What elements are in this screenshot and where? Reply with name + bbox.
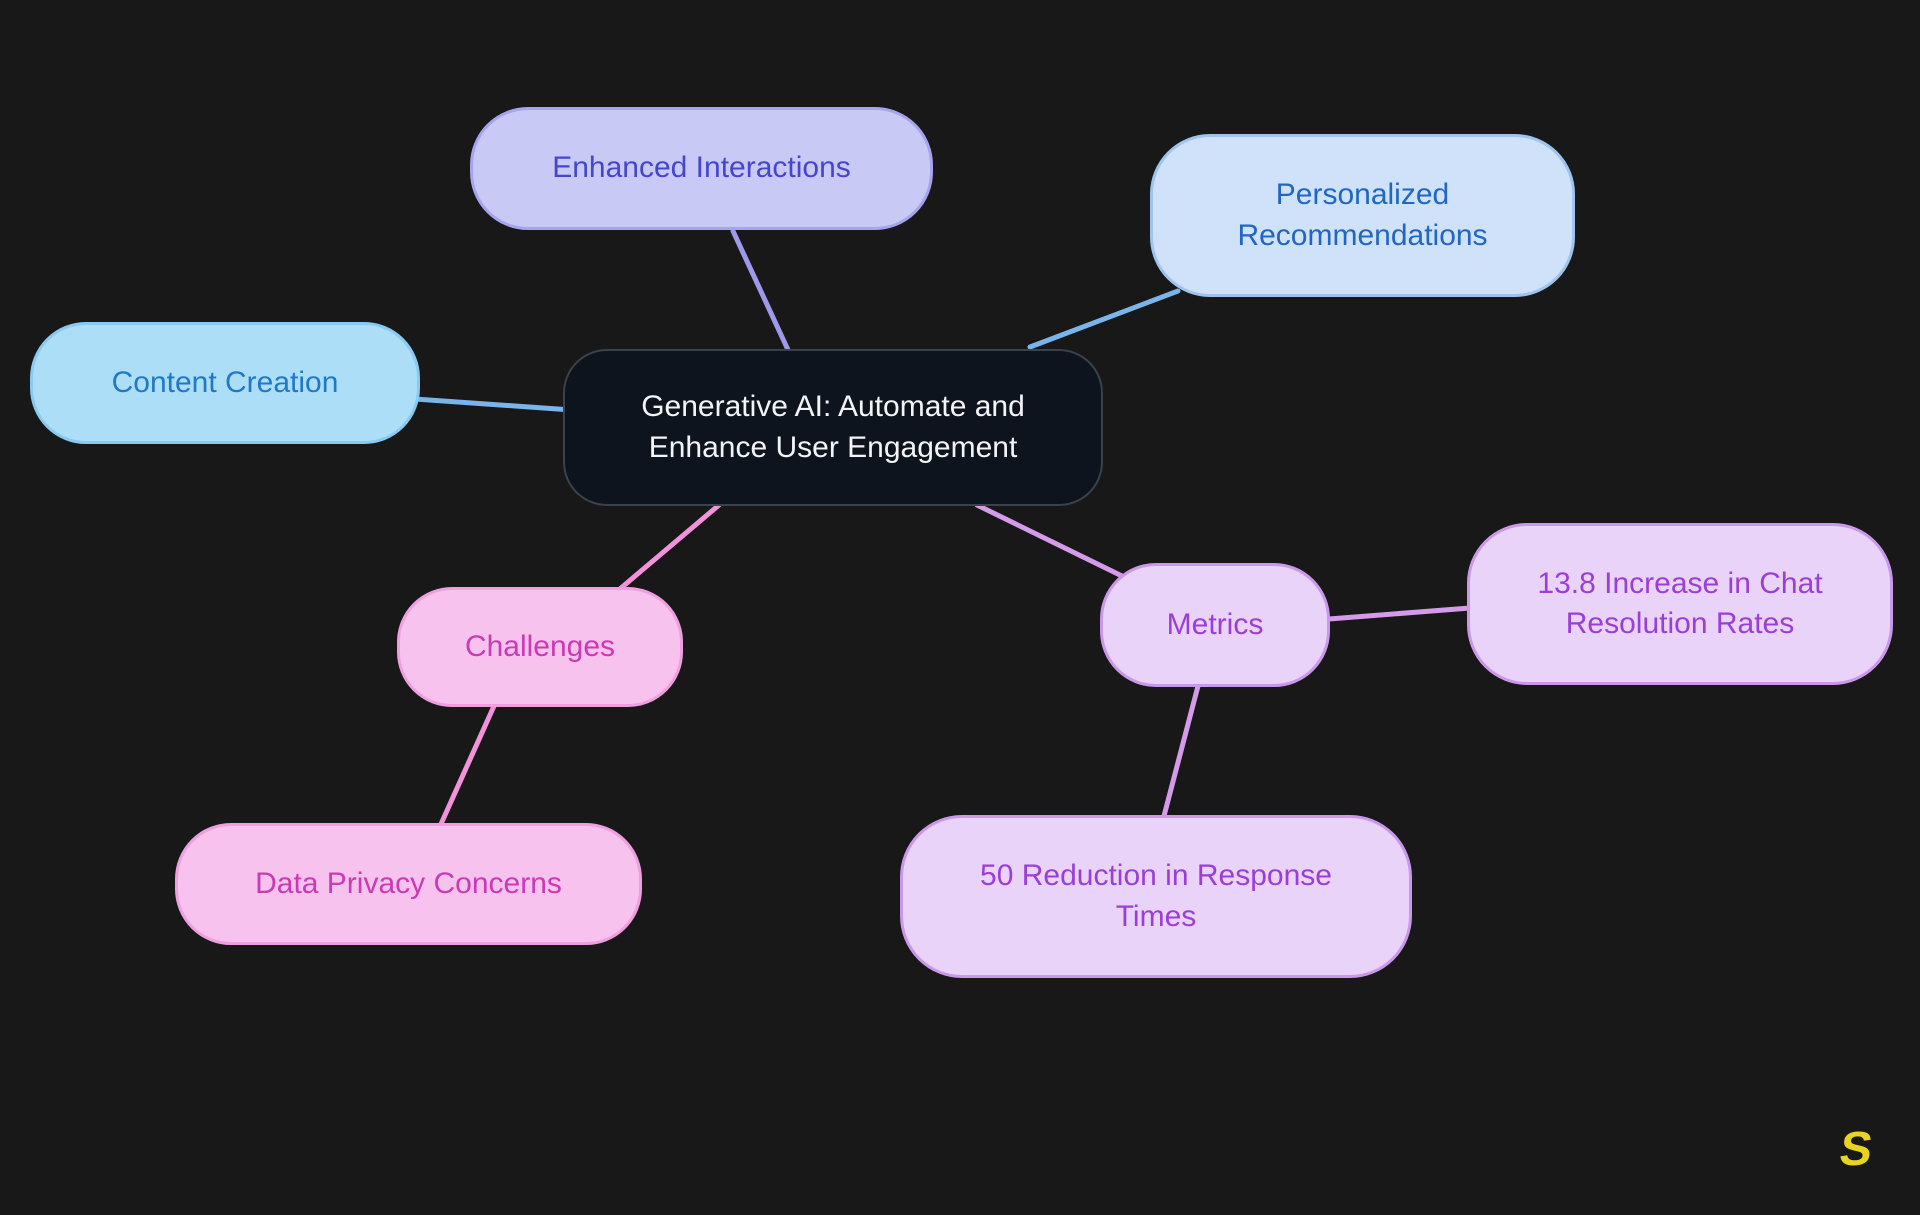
node-challenges: Challenges	[397, 587, 683, 707]
edge-central-challenges	[618, 502, 722, 591]
edge-central-personalized	[1027, 288, 1181, 350]
node-response-times: 50 Reduction in Response Times	[900, 815, 1412, 978]
node-enhanced-label: Enhanced Interactions	[552, 151, 851, 185]
node-enhanced-interactions: Enhanced Interactions	[470, 107, 933, 230]
node-data-privacy-concerns: Data Privacy Concerns	[175, 823, 642, 945]
node-chatres-label: 13.8 Increase in Chat Resolution Rates	[1537, 566, 1823, 641]
node-privacy-label: Data Privacy Concerns	[255, 866, 562, 900]
node-content-creation: Content Creation	[30, 322, 420, 444]
node-content-label: Content Creation	[111, 365, 339, 399]
node-central-generative-ai: Generative AI: Automate and Enhance User…	[563, 349, 1103, 506]
edge-metrics-response	[1161, 683, 1201, 819]
node-metrics: Metrics	[1100, 563, 1330, 687]
edge-challenges-privacy	[438, 703, 497, 827]
edge-central-metrics	[974, 502, 1125, 579]
node-personalized-label: Personalized Recommendations	[1237, 178, 1488, 252]
node-metrics-label: Metrics	[1166, 607, 1264, 641]
edge-central-content	[412, 396, 575, 413]
node-personalized-recommendations: Personalized Recommendations	[1150, 134, 1575, 297]
node-chat-resolution-rates: 13.8 Increase in Chat Resolution Rates	[1467, 523, 1893, 685]
edge-central-enhanced	[730, 228, 792, 355]
edge-metrics-chatres	[1326, 605, 1473, 622]
node-response-label: 50 Reduction in Response Times	[980, 859, 1332, 933]
node-central-label: Generative AI: Automate and Enhance User…	[641, 390, 1025, 464]
node-challenges-label: Challenges	[464, 629, 616, 663]
